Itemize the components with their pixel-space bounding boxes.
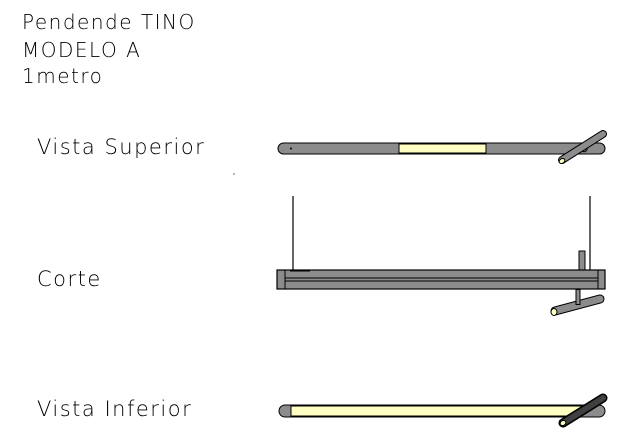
label-section-view: Corte (37, 267, 102, 291)
title-line-1: Pendende TINO (22, 10, 196, 34)
section-vertical-post (578, 250, 586, 272)
section-body (276, 269, 606, 290)
label-top-view: Vista Superior (37, 135, 206, 159)
bottom-view-spot-lens (559, 419, 567, 427)
bottom-view-spot-arm (560, 395, 606, 426)
top-view-spot-arm (559, 131, 606, 163)
top-view-mount-hole (290, 147, 292, 150)
section-spot-lens (550, 308, 558, 316)
bottom-view-lens (290, 405, 582, 417)
title-line-2: MODELO A (22, 38, 142, 62)
top-view-drawing (233, 130, 607, 175)
section-view-drawing (276, 196, 606, 316)
title-line-3: 1metro (22, 64, 104, 88)
top-view-spot-lens (558, 157, 566, 165)
label-bottom-view: Vista Inferior (37, 397, 193, 421)
top-view-stray-dot (233, 173, 235, 175)
bottom-view-drawing (278, 393, 608, 428)
top-view-lens (398, 143, 487, 154)
